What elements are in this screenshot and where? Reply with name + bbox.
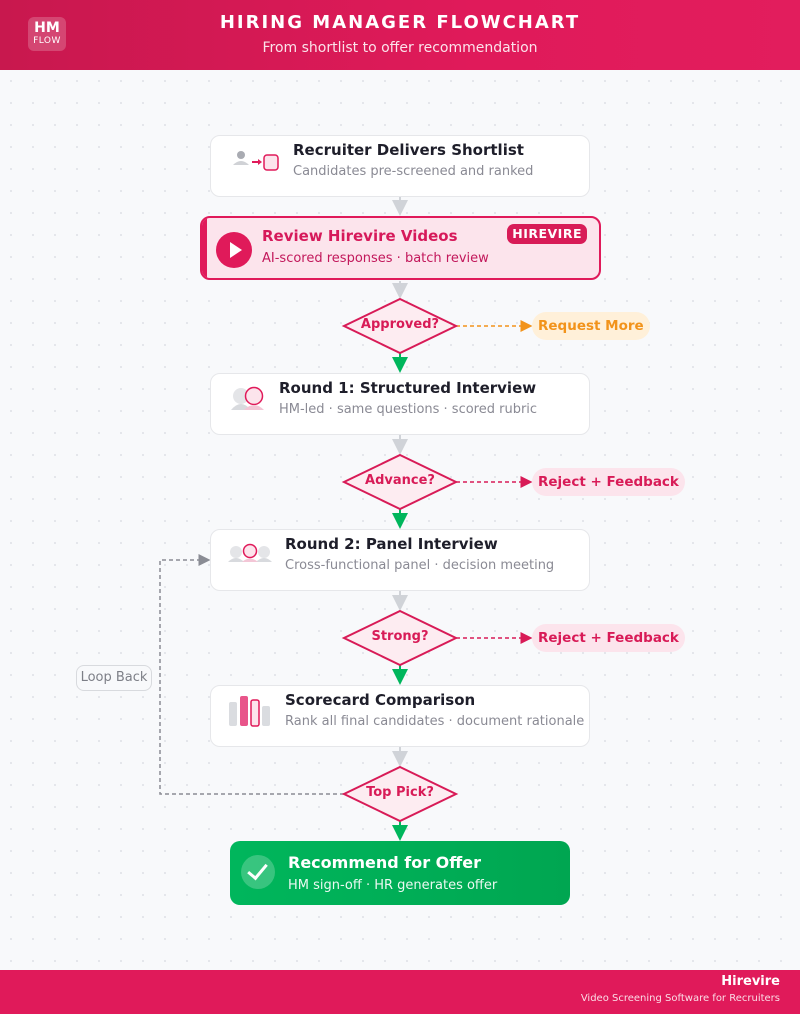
decision-diamond-top-pick	[341, 765, 459, 823]
panel-icon	[228, 543, 272, 562]
branch-loop-back	[159, 554, 344, 795]
step-title: Round 1: Structured Interview	[279, 379, 537, 397]
step-title: Round 2: Panel Interview	[285, 535, 498, 553]
step-review-videos[interactable]: Review Hirevire Videos AI-scored respons…	[200, 216, 601, 280]
header: HM FLOW HIRING MANAGER FLOWCHART From sh…	[0, 0, 800, 70]
step-round2-panel[interactable]: Round 2: Panel Interview Cross-functiona…	[210, 529, 590, 591]
footer: Hirevire Video Screening Software for Re…	[0, 970, 800, 1014]
interview-icon	[231, 386, 264, 410]
loop-back-label[interactable]: Loop Back	[76, 665, 152, 691]
accent-bar	[202, 218, 207, 278]
decision-diamond-strong	[341, 609, 459, 667]
check-icon	[241, 855, 275, 889]
step-subtitle: AI-scored responses · batch review	[262, 251, 489, 266]
decision-label-strong: Strong?	[371, 629, 429, 644]
decision-label-top-pick: Top Pick?	[366, 785, 434, 800]
decision-diamond-advance	[341, 453, 459, 511]
page-title: HIRING MANAGER FLOWCHART	[219, 12, 581, 33]
footer-tagline: Video Screening Software for Recruiters	[580, 993, 780, 1004]
step-round1-interview[interactable]: Round 1: Structured Interview HM-led · s…	[210, 373, 590, 435]
step-subtitle: HM-led · same questions · scored rubric	[279, 402, 538, 417]
step-subtitle: Rank all final candidates · document rat…	[285, 714, 585, 729]
step-title: Review Hirevire Videos	[262, 227, 458, 245]
play-icon[interactable]	[216, 232, 252, 268]
hm-flow-logo: HM FLOW	[28, 17, 66, 51]
logo-bottom-text: FLOW	[33, 36, 61, 46]
scorecard-icon	[229, 696, 270, 727]
step-title: Recruiter Delivers Shortlist	[293, 141, 524, 159]
decision-label-approved: Approved?	[360, 317, 440, 332]
step-recommend-offer[interactable]: Recommend for Offer HM sign-off · HR gen…	[230, 841, 570, 905]
step-recruiter-shortlist[interactable]: Recruiter Delivers Shortlist Candidates …	[210, 135, 590, 197]
request-more-pill[interactable]: Request More	[532, 312, 650, 340]
step-subtitle: Cross-functional panel · decision meetin…	[285, 558, 555, 573]
step-subtitle: Candidates pre-screened and ranked	[293, 164, 534, 179]
step-scorecard-comparison[interactable]: Scorecard Comparison Rank all final cand…	[210, 685, 590, 747]
decision-label-advance: Advance?	[365, 473, 435, 488]
page-subtitle: From shortlist to offer recommendation	[262, 40, 538, 56]
shortlist-icon	[233, 151, 279, 171]
logo-top-text: HM	[34, 20, 60, 36]
hirevire-badge: HIREVIRE	[507, 224, 587, 244]
step-title: Scorecard Comparison	[285, 691, 476, 709]
reject-feedback-pill[interactable]: Reject + Feedback	[532, 468, 685, 496]
reject-feedback-pill[interactable]: Reject + Feedback	[532, 624, 685, 652]
decision-diamond-approved	[341, 297, 459, 355]
step-title: Recommend for Offer	[288, 853, 481, 872]
footer-brand[interactable]: Hirevire	[721, 974, 780, 989]
step-subtitle: HM sign-off · HR generates offer	[288, 878, 498, 893]
